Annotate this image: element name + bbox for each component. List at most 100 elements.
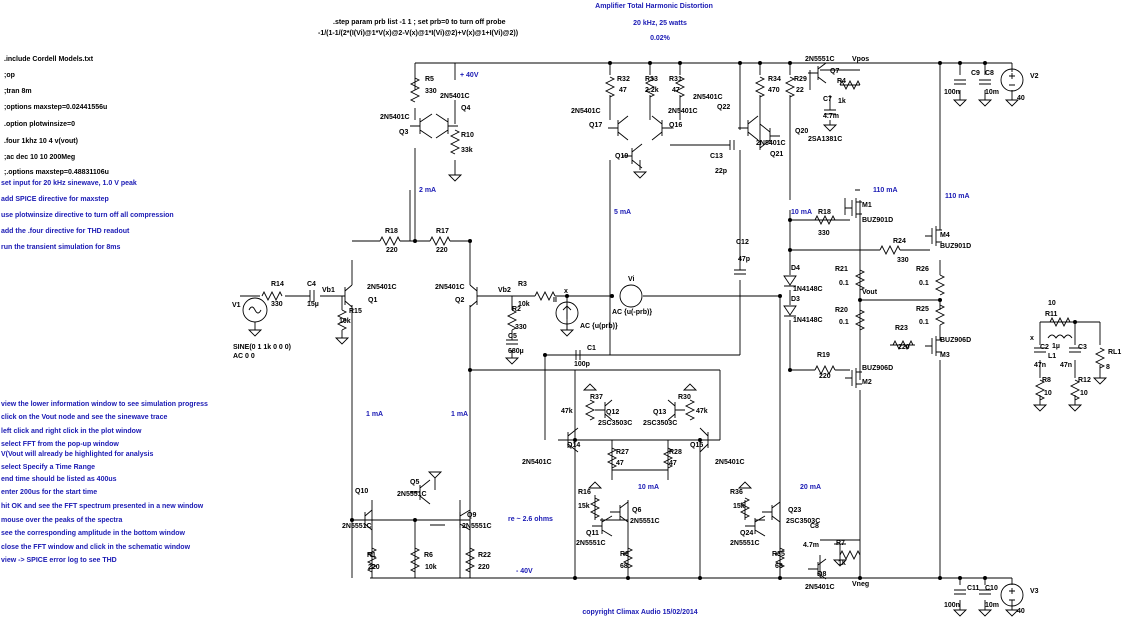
resistor-r26[interactable] xyxy=(934,274,946,296)
resistor-r6[interactable] xyxy=(409,547,421,573)
net-vpos[interactable]: Vpos xyxy=(852,56,869,63)
resistor-r12[interactable] xyxy=(1069,379,1081,401)
transistor-q11[interactable] xyxy=(592,515,613,537)
transistor-q24[interactable] xyxy=(745,515,766,537)
resistor-r27[interactable] xyxy=(606,447,618,469)
resistor-r22[interactable] xyxy=(464,547,476,573)
resistor-rl1[interactable] xyxy=(1094,347,1106,369)
resistor-r2[interactable] xyxy=(506,309,518,331)
capacitor-c1[interactable] xyxy=(575,350,581,360)
net-x[interactable]: x xyxy=(564,288,568,295)
transistor-q1[interactable] xyxy=(335,284,353,308)
capacitor-c7[interactable] xyxy=(824,109,836,115)
transistor-q4[interactable] xyxy=(435,113,458,139)
directive[interactable]: ;options maxstep=0.02441556u xyxy=(4,104,107,111)
transistor-q3[interactable] xyxy=(410,113,433,139)
capacitor-c4[interactable] xyxy=(309,290,315,302)
resistor-r23[interactable] xyxy=(892,339,914,351)
directive[interactable]: .include Cordell Models.txt xyxy=(4,56,94,63)
resistor-r11[interactable] xyxy=(1049,316,1071,328)
resistor-r36[interactable] xyxy=(739,497,751,519)
transistor-q12[interactable] xyxy=(595,399,613,421)
resistor-r25[interactable] xyxy=(934,304,946,326)
mosfet-m3[interactable] xyxy=(925,336,942,356)
capacitor-c11[interactable] xyxy=(954,589,966,595)
resistor-r29[interactable] xyxy=(784,76,796,98)
transistor-q17[interactable] xyxy=(608,115,629,141)
formula-directive[interactable]: -1/(1-1/(2*(I(Vi)@1*V(x)@2-V(x)@1*I(Vi)@… xyxy=(318,30,518,37)
transistor-q15[interactable] xyxy=(699,427,718,453)
net-vb2[interactable]: Vb2 xyxy=(498,287,511,294)
resistor-r8[interactable] xyxy=(1034,379,1046,401)
resistor-r16[interactable] xyxy=(589,497,601,519)
resistor-r33[interactable] xyxy=(644,76,656,98)
transistor-q16[interactable] xyxy=(651,115,672,141)
transistor-q22[interactable] xyxy=(738,115,759,141)
transistor-q14[interactable] xyxy=(558,427,579,453)
resistor-r10[interactable] xyxy=(449,129,461,155)
diode-d4[interactable] xyxy=(783,275,797,287)
transistor-q13[interactable] xyxy=(667,399,685,421)
transistor-q8[interactable] xyxy=(808,558,827,580)
resistor-r17[interactable] xyxy=(429,235,451,247)
source-v2[interactable] xyxy=(1000,68,1024,92)
directive[interactable]: ;ac dec 10 10 200Meg xyxy=(4,154,75,161)
diode-d3[interactable] xyxy=(783,305,797,317)
capacitor-c5[interactable] xyxy=(506,339,518,345)
net-vb1[interactable]: Vb1 xyxy=(322,287,335,294)
source-v1[interactable] xyxy=(242,297,268,323)
transistor-q21[interactable] xyxy=(759,123,780,149)
resistor-r14[interactable] xyxy=(261,290,283,302)
resistor-r28[interactable] xyxy=(662,447,674,469)
resistor-r18[interactable] xyxy=(379,235,401,247)
transistor-q2[interactable] xyxy=(469,284,487,308)
source-vi[interactable] xyxy=(619,284,643,308)
directive[interactable]: ;op xyxy=(4,72,15,79)
capacitor-c2[interactable] xyxy=(1034,347,1046,353)
directive[interactable]: ;tran 8m xyxy=(4,88,32,95)
resistor-r1[interactable] xyxy=(366,547,378,573)
mosfet-m4[interactable] xyxy=(925,226,942,246)
directive[interactable]: .option plotwinsize=0 xyxy=(4,121,75,128)
capacitor-c6[interactable] xyxy=(834,539,846,545)
resistor-r35[interactable] xyxy=(774,547,786,569)
mosfet-m2[interactable] xyxy=(845,368,862,388)
resistor-r3[interactable] xyxy=(534,290,556,302)
capacitor-c13[interactable] xyxy=(729,140,735,150)
capacitor-c3[interactable] xyxy=(1069,347,1081,353)
capacitor-c8-top[interactable] xyxy=(979,79,991,85)
net-ii[interactable]: II xyxy=(553,297,557,304)
transistor-q19[interactable] xyxy=(622,143,643,169)
transistor-q23[interactable] xyxy=(762,501,781,523)
capacitor-c10[interactable] xyxy=(979,589,991,595)
transistor-q6[interactable] xyxy=(610,501,629,523)
resistor-r7[interactable] xyxy=(839,549,861,561)
transistor-q5[interactable] xyxy=(410,479,431,505)
source-v3[interactable] xyxy=(1000,583,1024,607)
transistor-q7[interactable] xyxy=(808,62,827,84)
resistor-r15[interactable] xyxy=(336,309,348,331)
step-directive[interactable]: .step param prb list -1 1 ; set prb=0 to… xyxy=(333,19,506,26)
resistor-r38[interactable] xyxy=(814,214,836,226)
capacitor-c12[interactable] xyxy=(734,269,746,275)
transistor-q10[interactable] xyxy=(355,509,373,531)
resistor-r31[interactable] xyxy=(674,76,686,98)
capacitor-c9[interactable] xyxy=(954,79,966,85)
resistor-r30[interactable] xyxy=(684,399,696,421)
resistor-r19[interactable] xyxy=(814,364,836,376)
net-vneg[interactable]: Vneg xyxy=(852,581,869,588)
resistor-r9[interactable] xyxy=(622,547,634,569)
resistor-r21[interactable] xyxy=(854,269,866,291)
resistor-r34[interactable] xyxy=(754,76,766,98)
transistor-q9[interactable] xyxy=(450,509,471,531)
resistor-r24[interactable] xyxy=(879,244,901,256)
directive[interactable]: .four 1khz 10 4 v(vout) xyxy=(4,138,78,145)
resistor-r4[interactable] xyxy=(839,79,861,91)
resistor-r20[interactable] xyxy=(854,309,866,331)
directive[interactable]: ;.options maxstep=0.48831106u xyxy=(4,169,109,176)
inductor-l1[interactable] xyxy=(1047,334,1073,339)
mosfet-m1[interactable] xyxy=(845,198,862,218)
resistor-r37[interactable] xyxy=(584,399,596,421)
net-vout[interactable]: Vout xyxy=(862,289,878,296)
